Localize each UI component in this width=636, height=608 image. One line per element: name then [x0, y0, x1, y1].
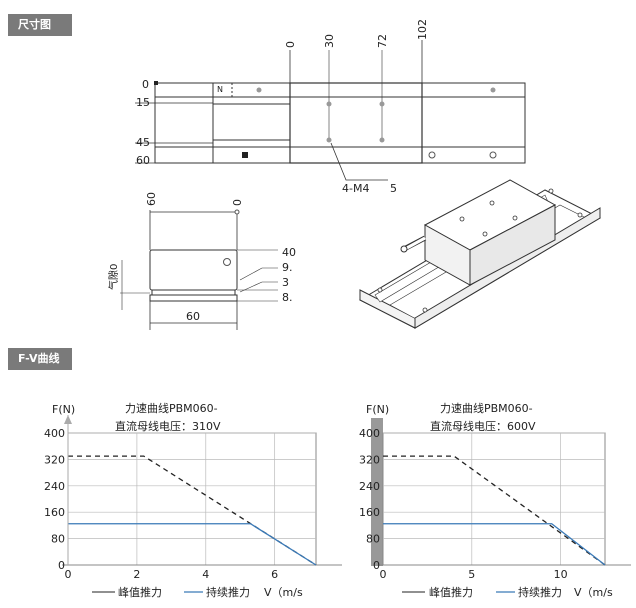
peak-force-line: [68, 455, 317, 566]
chart-2-legend-unit: V（m/s: [574, 586, 613, 599]
chart-1-title-line1: 力速曲线PBM060-: [125, 401, 218, 415]
hole-mark: [256, 87, 262, 93]
hole-mark: [490, 87, 496, 93]
hole-mark: [379, 137, 385, 143]
y-tick-label: 320: [44, 453, 65, 466]
side-dim-3: 3: [282, 276, 289, 289]
y-tick-label: 320: [359, 453, 380, 466]
chart-2-ticks: 400320240160800051015: [359, 427, 568, 581]
section-header-fv: F-V曲线: [8, 348, 72, 370]
chart-1-legend-peak: 峰值推力: [118, 585, 162, 599]
dim-top-0: 0: [284, 41, 297, 48]
chart-1-legend-unit: V（m/s: [264, 586, 303, 599]
dim-top-72: 72: [376, 34, 389, 48]
chart-frame: [382, 432, 606, 566]
chart-1-title-line2: 直流母线电压：310V: [115, 419, 221, 433]
chart-2-title-line1: 力速曲线PBM060-: [440, 401, 533, 415]
dim-left-0: 0: [142, 78, 149, 91]
y-tick-label: 400: [44, 427, 65, 440]
dim-left-45: 45: [136, 136, 150, 149]
chart-1-ticks: 400 320 240 160 80 00 2 4 6: [44, 427, 278, 581]
y-tick-label: 80: [366, 533, 380, 546]
y-tick-label: 160: [44, 506, 65, 519]
chart-frame: [67, 432, 317, 566]
chart-2-legend-cont: 持续推力: [518, 585, 562, 599]
dim-left-60: 60: [136, 154, 150, 167]
chart-1-ylabel: F(N): [52, 403, 75, 416]
x-tick-label: 2: [133, 568, 140, 581]
chart-1-series: [68, 455, 317, 566]
chart-2-title-line2: 直流母线电压：600V: [430, 419, 536, 433]
side-dim-width: 60: [186, 310, 200, 323]
chart-2-ylabel: F(N): [366, 403, 389, 416]
dim-top-102: 102: [416, 19, 429, 40]
chart-2-grid: [377, 432, 631, 566]
chart-1-grid: [62, 432, 342, 566]
y-tick-label: 0: [373, 559, 380, 572]
chart-1: F(N) 力速曲线PBM060- 直流母线电压：310V 40032024016…: [44, 401, 342, 599]
chart-1-legend-cont: 持续推力: [206, 585, 250, 599]
y-tick-label: 0: [58, 559, 65, 572]
sensor-marker: [242, 152, 248, 158]
y-tick-label: 80: [51, 533, 65, 546]
chart-2-legend-peak: 峰值推力: [429, 585, 473, 599]
y-tick-label: 400: [359, 427, 380, 440]
y-tick-label: 240: [44, 480, 65, 493]
chart-2: F(N) 力速曲线PBM060- 直流母线电压：600V 400 320 240 16…: [359, 401, 631, 599]
x-tick-label: 0: [65, 568, 72, 581]
hole-mark: [326, 137, 332, 143]
x-tick-label: 10: [554, 568, 568, 581]
side-dim-9: 9.: [282, 261, 293, 274]
hole-depth: 5: [390, 182, 397, 195]
x-tick-label: 4: [202, 568, 209, 581]
x-tick-label: 6: [271, 568, 278, 581]
air-gap-label: 气隙0: [107, 264, 120, 290]
side-dim-60-top: 60: [145, 192, 158, 206]
dim-top-30: 30: [323, 34, 336, 48]
y-tick-label: 160: [359, 506, 380, 519]
section-header-drawing: 尺寸图: [8, 14, 72, 36]
hole-mark: [379, 101, 385, 107]
x-tick-label: 5: [468, 568, 475, 581]
peak-force-line: [383, 455, 606, 566]
continuous-force-line: [383, 523, 606, 566]
pole-label: N: [217, 85, 223, 94]
chart-2-series: [383, 455, 606, 566]
side-dim-40: 40: [282, 246, 296, 259]
hole-callout: 4-M4: [342, 182, 369, 195]
y-tick-label: 240: [359, 480, 380, 493]
x-tick-label: 0: [380, 568, 387, 581]
isometric-view: [358, 179, 602, 329]
side-dim-0-top: 0: [231, 199, 244, 206]
side-dim-8: 8.: [282, 291, 293, 304]
dim-left-15: 15: [136, 96, 150, 109]
top-view-drawing: 0 30 72 102 0 15 45 60 4-M4 5 N 60 0 60 …: [107, 19, 602, 330]
continuous-force-line: [68, 523, 317, 566]
hole-mark: [326, 101, 332, 107]
